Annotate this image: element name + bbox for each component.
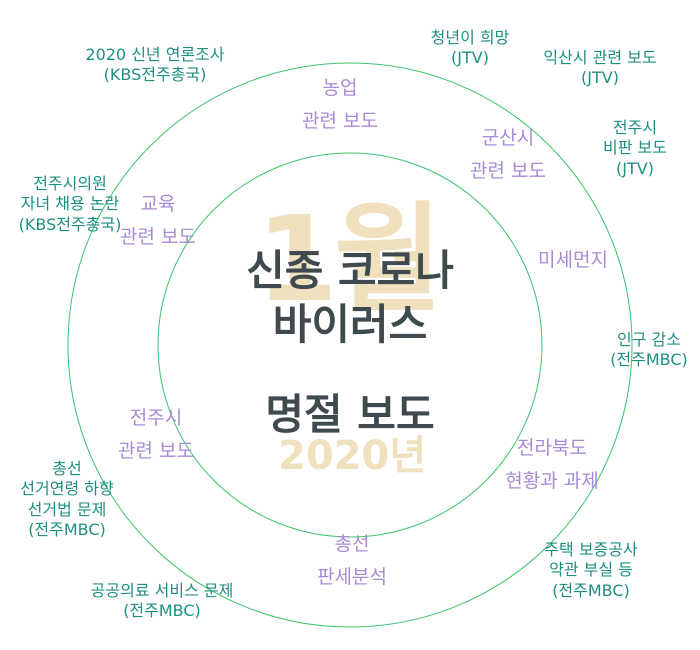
topic-education: 교육 관련 보도	[120, 193, 196, 249]
topic-population: 인구 감소 (전주MBC)	[610, 330, 688, 370]
center-subtitle: 명절 보도	[265, 390, 435, 439]
center-title: 신종 코로나 바이러스	[246, 246, 454, 349]
topic-agriculture: 농업 관련 보도	[302, 77, 378, 133]
topic-housing: 주택 보증공사 약관 부실 등 (전주MBC)	[544, 540, 638, 600]
topic-fine-dust: 미세먼지	[538, 249, 608, 271]
topic-election-age: 총선 선거연령 하향 선거법 문제 (전주MBC)	[20, 459, 114, 540]
inner-ring	[157, 152, 543, 538]
topic-gunsan: 군산시 관련 보도	[470, 127, 546, 183]
topic-public-medical: 공공의료 서비스 문제 (전주MBC)	[90, 581, 234, 621]
topic-jeonbuk: 전라북도 현황과 과제	[505, 437, 599, 493]
topic-iksan: 익산시 관련 보도 (JTV)	[543, 48, 657, 88]
topic-jeonju-critic: 전주시 비판 보도 (JTV)	[603, 118, 667, 178]
watermark-month: 1월	[256, 190, 443, 328]
topic-kbs-survey: 2020 신년 연론조사 (KBS전주총국)	[85, 45, 225, 85]
outer-ring	[67, 62, 633, 628]
topic-election-forecast: 총선 판세분석	[317, 533, 387, 589]
watermark-year: 2020년	[278, 433, 427, 479]
topic-youth-hope: 청년이 희망 (JTV)	[430, 28, 510, 68]
topic-jeonju: 전주시 관련 보도	[118, 407, 194, 463]
topic-councilor: 전주시의원 자녀 채용 논란 (KBS전주총국)	[18, 174, 122, 234]
